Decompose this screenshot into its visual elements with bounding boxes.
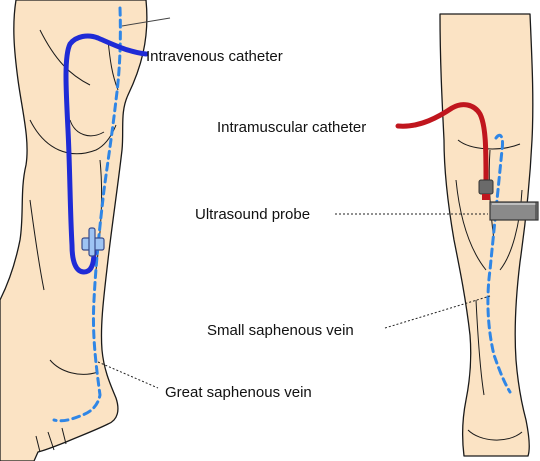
right-leg xyxy=(440,14,533,456)
label-intravenous-catheter: Intravenous catheter xyxy=(146,48,283,65)
label-ultrasound-probe: Ultrasound probe xyxy=(195,206,310,223)
label-small-saphenous-vein: Small saphenous vein xyxy=(207,322,354,339)
label-intramuscular-catheter: Intramuscular catheter xyxy=(217,119,366,136)
label-great-saphenous-vein: Great saphenous vein xyxy=(165,384,312,401)
right-leg-outline xyxy=(440,14,533,456)
left-leg xyxy=(0,0,170,461)
ultrasound-probe xyxy=(490,202,538,220)
